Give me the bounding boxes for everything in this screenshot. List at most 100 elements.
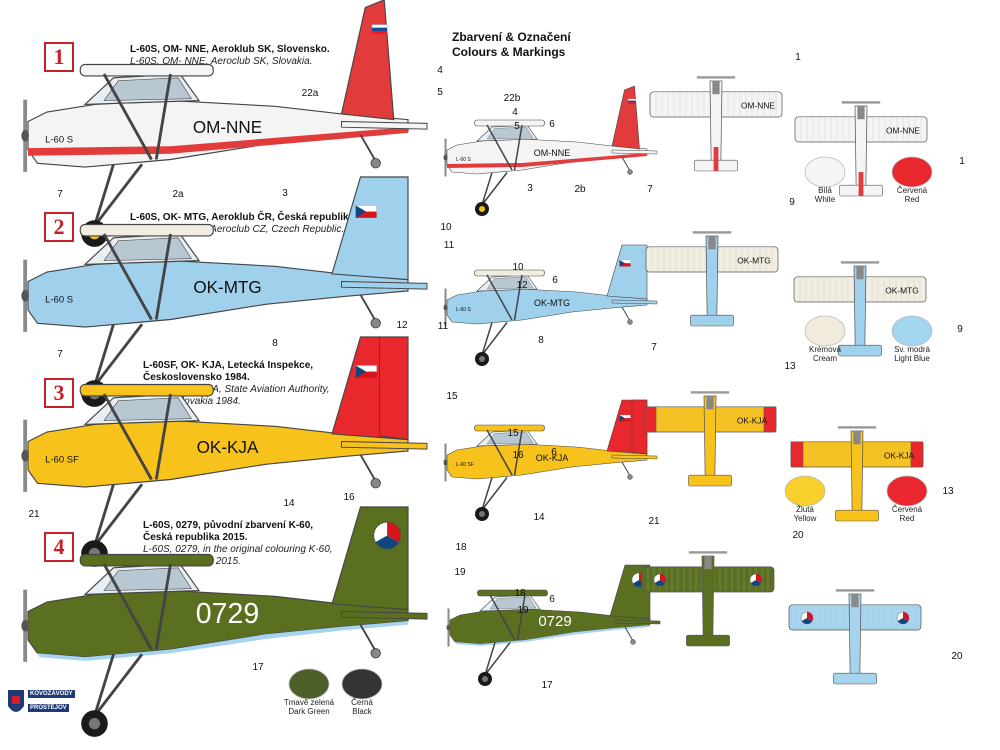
callout-s1_plan-2: 1	[959, 156, 965, 167]
callout-s2_side-2: 11	[444, 240, 455, 251]
callout-s4_side-1: 18	[455, 542, 467, 553]
swatch-black	[341, 668, 383, 700]
wing-registration: OM-NNE	[886, 126, 920, 136]
main-gear-leg	[484, 642, 511, 676]
callout-s2_side-3: 12	[396, 320, 408, 331]
tailplane-planform	[690, 314, 734, 327]
callout-s3_side-1: 15	[446, 391, 458, 402]
tailplane	[341, 121, 428, 130]
wingtip-left	[643, 406, 657, 433]
tail-fin	[606, 244, 648, 300]
callout-s1_small-4: 6	[549, 119, 555, 130]
scheme-badge-4: 4	[44, 532, 74, 562]
tailplane-planform	[838, 344, 882, 357]
main-gear-leg	[481, 172, 508, 206]
main-gear-leg	[93, 323, 144, 387]
scheme-1-side-view: L-60 SOM-NNE	[443, 85, 658, 216]
cz-flag-icon	[619, 259, 631, 267]
tail-wheel	[370, 158, 381, 169]
callout-s4_small-2: 19	[517, 605, 529, 616]
tailplane-planform	[835, 509, 879, 522]
upper-wing	[79, 383, 214, 397]
propeller-top	[690, 391, 730, 394]
swatch-white	[804, 156, 846, 188]
scheme-2-bottom-view: OK-MTG	[793, 261, 927, 357]
propeller	[21, 259, 29, 332]
tail-wheel	[370, 478, 381, 489]
scheme-4-side-view: 0729	[21, 506, 428, 737]
wheel-hub	[479, 206, 485, 212]
swatch-red-2	[886, 475, 928, 507]
tailplane	[611, 454, 658, 460]
upper-wing	[474, 424, 545, 432]
callout-s1_small-5: 3	[527, 183, 533, 194]
tail-wheel	[630, 639, 636, 645]
cheatline-stripe	[28, 127, 409, 156]
tail-wheel	[370, 648, 381, 659]
main-gear-leg	[93, 483, 144, 547]
engine-cowl	[706, 396, 714, 410]
callout-s2_side-1: 10	[440, 222, 452, 233]
wheel-hub	[479, 356, 485, 362]
roundel-icon	[653, 573, 667, 587]
tail-gear	[359, 624, 376, 650]
tail-gear	[621, 156, 630, 171]
upper-wing	[79, 63, 214, 77]
tail-gear	[621, 306, 630, 321]
wing-struts	[489, 594, 526, 641]
nose-marking: L-60 S	[45, 134, 73, 145]
propeller-top	[692, 231, 732, 234]
registration-text: 0729	[196, 598, 259, 630]
callout-s1_plan-1: 1	[795, 52, 801, 63]
propeller-top	[696, 76, 736, 79]
upper-wing	[474, 269, 545, 277]
wingtip-right	[910, 441, 924, 468]
propeller	[21, 99, 29, 172]
swatch-red	[891, 156, 933, 188]
callout-s1_side-6: 3	[282, 188, 288, 199]
rudder-red	[631, 399, 648, 455]
scheme-badge-3: 3	[44, 378, 74, 408]
propeller-top	[688, 551, 728, 554]
swatch-cream	[804, 315, 846, 347]
logo-line-2: PROSTĚJOV	[28, 704, 69, 712]
upper-wing	[79, 553, 214, 567]
callout-s2_small-2: 12	[516, 280, 528, 291]
tail-fin	[611, 85, 640, 150]
callout-s1_side-4: 7	[57, 189, 63, 200]
tailplane-planform	[686, 634, 730, 647]
rudder-red	[379, 336, 409, 441]
fin-top-red	[713, 147, 719, 171]
callout-s2_small-6: 7	[651, 342, 657, 353]
callout-s3_side-3: 14	[283, 498, 295, 509]
scheme-4-side-view: 0729	[446, 564, 661, 686]
callout-s3_small-3: 6	[551, 447, 557, 458]
wing-struts	[102, 73, 172, 161]
callout-s2_plan-2: 9	[957, 324, 963, 335]
scheme-badge-2: 2	[44, 212, 74, 242]
tail-fin	[340, 0, 395, 121]
callout-s4_side-3: 17	[252, 662, 264, 673]
engine-cowl	[856, 266, 864, 280]
engine-cowl	[704, 556, 712, 570]
title-en: Colours & Markings	[452, 45, 566, 59]
main-gear-leg	[93, 163, 144, 227]
callout-s2_plan-1: 9	[789, 197, 795, 208]
page-title: Zbarvení & Označení Colours & Markings	[452, 30, 571, 60]
nose-marking: L-60 S	[45, 294, 73, 305]
callout-s3_plan-1: 13	[784, 361, 796, 372]
callout-s3_side-2: 16	[343, 492, 355, 503]
registration-text: 0729	[538, 613, 571, 630]
propeller-top	[840, 261, 880, 264]
engine-cowl	[708, 236, 716, 250]
scheme-3-top-view: OK-KJA	[643, 391, 777, 487]
callout-s2_side-4: 7	[57, 349, 63, 360]
callout-s2_small-1: 10	[512, 262, 524, 273]
scheme-1-side-view: L-60 SOM-NNE	[21, 0, 428, 247]
upper-wing	[474, 119, 545, 127]
scheme-4-bottom-view	[788, 589, 922, 685]
